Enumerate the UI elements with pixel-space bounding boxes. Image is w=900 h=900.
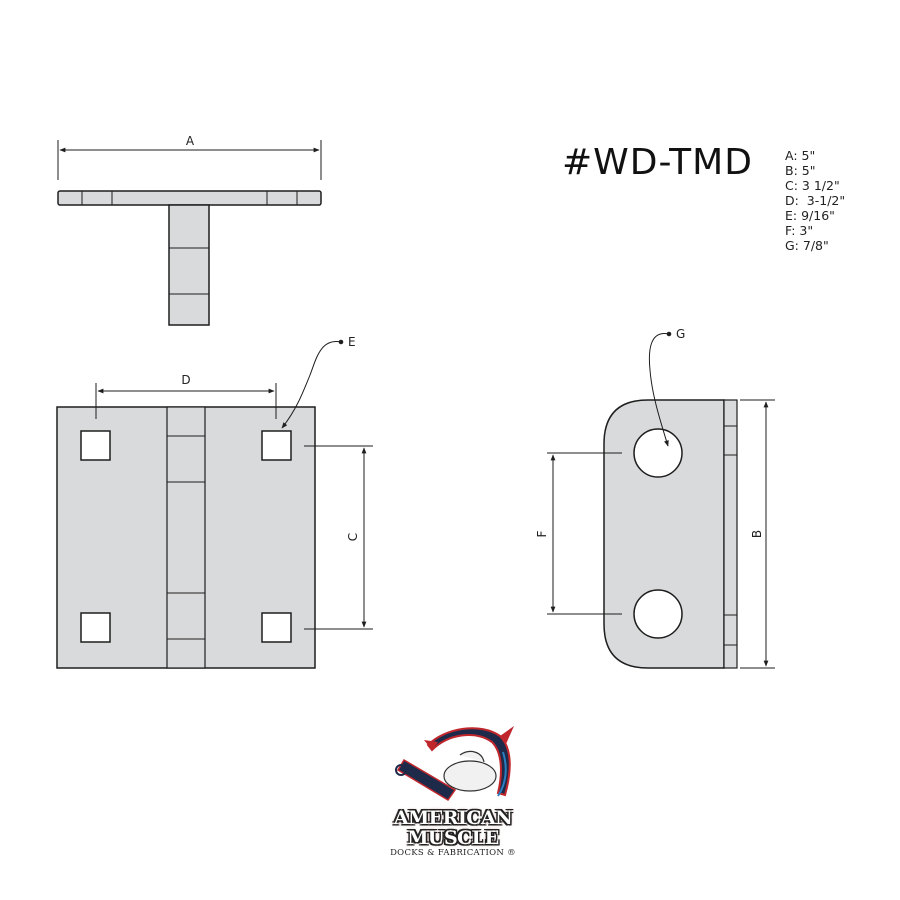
dim-label-c: C — [346, 533, 360, 541]
spec-d: D: 3-1/2" — [785, 193, 846, 208]
spec-e: E: 9/16" — [785, 208, 835, 223]
front-view: D C E — [56, 335, 373, 669]
spec-list: A: 5" B: 5" C: 3 1/2" D: 3-1/2" E: 9/16"… — [785, 148, 845, 253]
dim-label-g: G — [676, 327, 685, 341]
registered-mark: ® — [507, 848, 516, 858]
dim-label-b: B — [750, 530, 764, 538]
spec-b: B: 5" — [785, 163, 816, 178]
top-view: A — [57, 134, 322, 326]
dim-label-e: E — [348, 335, 356, 349]
square-hole — [80, 430, 111, 461]
side-view: F B G — [535, 327, 775, 669]
part-number: #WD-TMD — [562, 142, 753, 183]
dim-label-f: F — [535, 530, 549, 537]
spec-g: G: 7/8" — [785, 238, 829, 253]
brand-logo-text: AMERICAN MUSCLE DOCKS & FABRICATION ® — [378, 808, 528, 859]
square-hole — [80, 612, 111, 643]
round-hole — [633, 589, 683, 639]
logo-emblem — [395, 726, 514, 802]
dim-label-a: A — [186, 134, 195, 148]
brand-line-docks: DOCKS & FABRICATION ® — [378, 848, 528, 859]
brand-tagline: DOCKS & FABRICATION — [390, 848, 505, 858]
brand-line-american: AMERICAN — [393, 807, 513, 829]
round-hole — [633, 428, 683, 478]
dim-label-d: D — [181, 373, 190, 387]
spec-f: F: 3" — [785, 223, 814, 238]
spec-c: C: 3 1/2" — [785, 178, 840, 193]
spec-a: A: 5" — [785, 148, 816, 163]
square-hole — [261, 430, 292, 461]
square-hole — [261, 612, 292, 643]
brand-line-muscle: MUSCLE — [407, 827, 499, 849]
